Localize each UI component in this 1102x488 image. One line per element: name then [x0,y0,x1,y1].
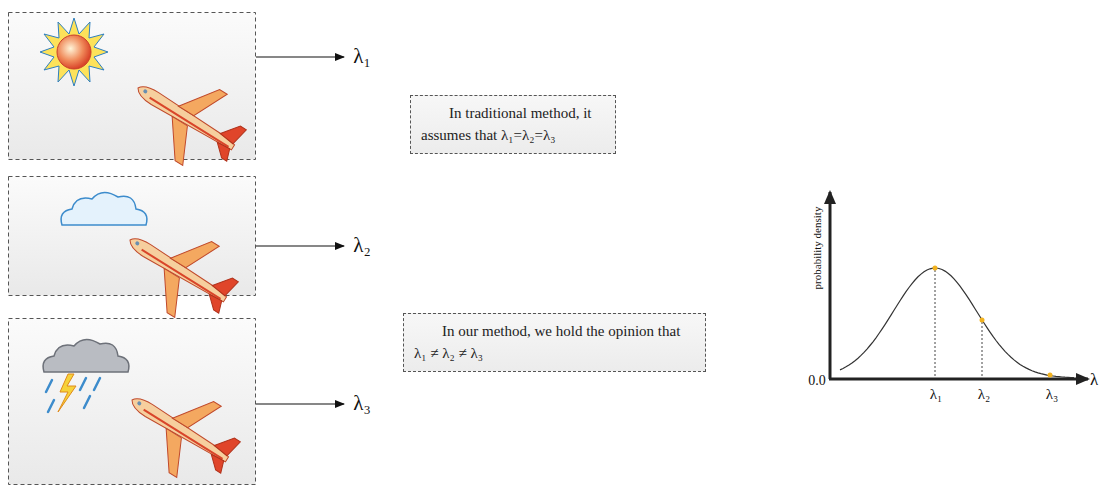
axis-tick-label: λ₁ [930,386,943,403]
axis-title: probability density [811,207,823,290]
note-text: In traditional method, it assumes that λ… [421,102,605,146]
axis-tick-label: λ₃ [1046,386,1059,403]
note-box: In traditional method, it assumes that λ… [410,95,616,154]
axis-tick-label: λ₂ [978,386,991,403]
note-text: In our method, we hold the opinion that … [414,320,695,364]
lambda-label: λ₃ [353,392,371,415]
lambda-label: λ₁ [353,45,371,68]
note-box: In our method, we hold the opinion that … [403,313,706,372]
lambda-label: λ₂ [353,234,371,257]
axis-origin: 0.0 [808,373,826,388]
axis-title: λ [1090,371,1098,390]
